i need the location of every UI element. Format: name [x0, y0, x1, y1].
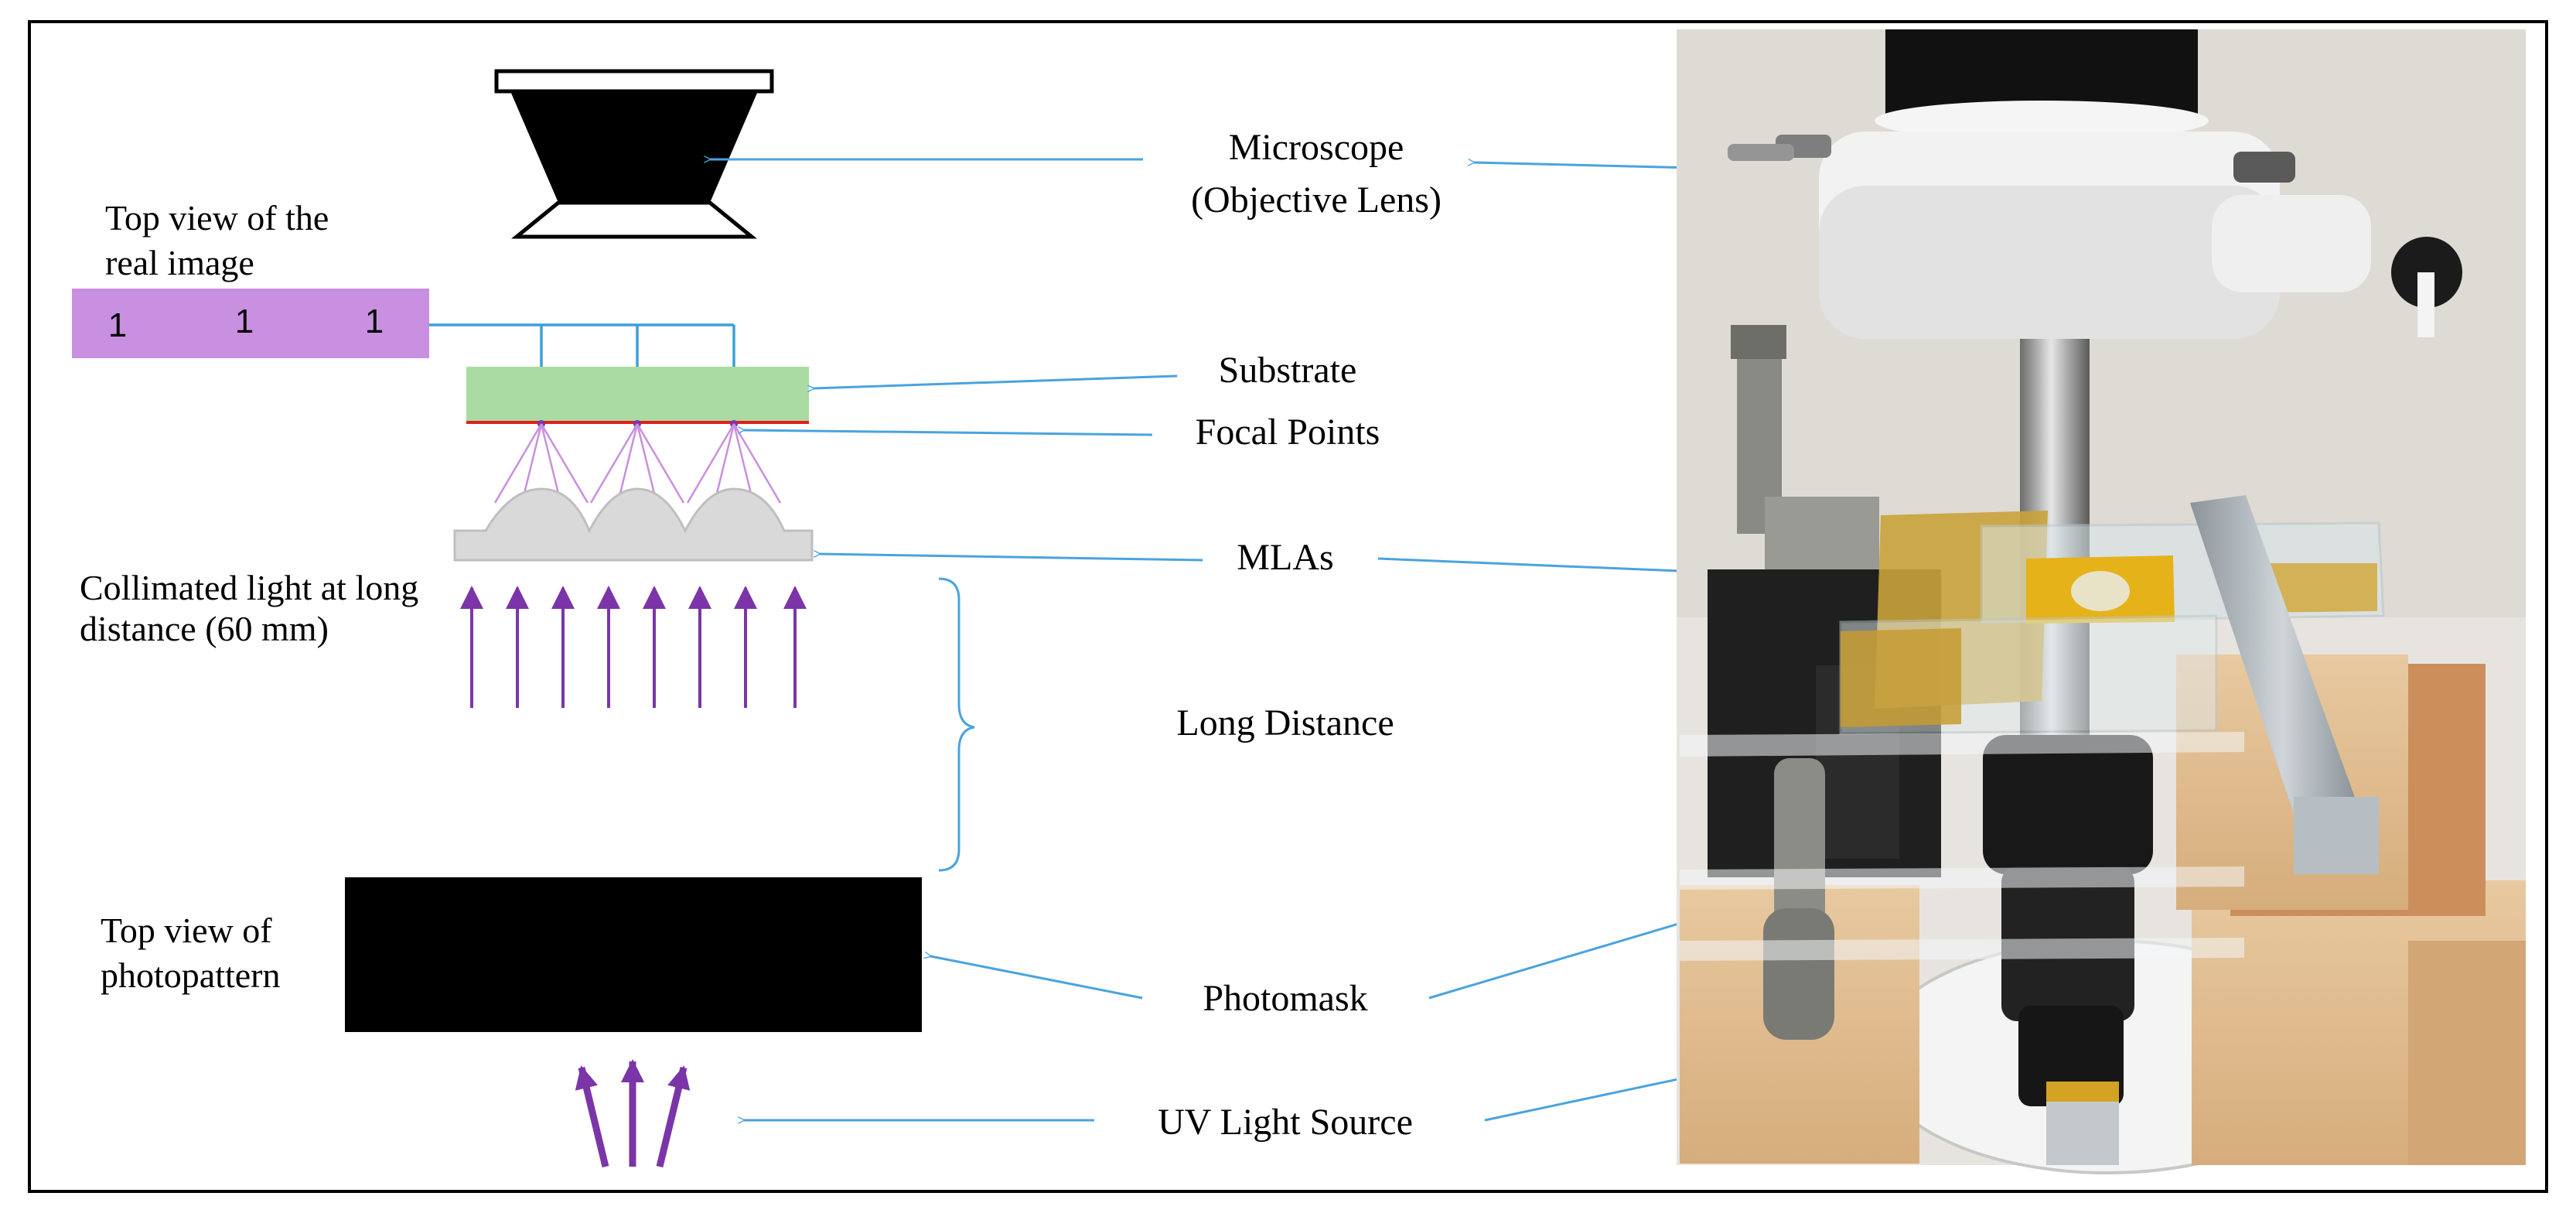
uv-light-source-label: UV Light Source	[1158, 1102, 1413, 1143]
leader-lines-left	[710, 159, 1203, 1120]
photomask-digit: 1	[620, 929, 647, 989]
collimated-light-label-line2: distance (60 mm)	[80, 609, 329, 648]
mla-array	[453, 487, 814, 562]
setup-photo	[1677, 29, 2526, 1174]
collimated-light-arrows	[460, 586, 807, 708]
real-image-digit-2: 1	[235, 302, 254, 340]
figure-frame	[28, 20, 2548, 1193]
microscope-label-line2: (Objective Lens)	[1191, 179, 1442, 220]
real-image-digit-3: 1	[365, 302, 384, 340]
focal-points-label: Focal Points	[1196, 412, 1380, 453]
long-distance-brace	[938, 577, 975, 872]
microscope-label-line1: Microscope	[1229, 127, 1404, 168]
mlas-label: MLAs	[1237, 537, 1333, 578]
substrate-layer	[466, 367, 809, 421]
microscope-objective-icon	[494, 69, 774, 239]
uv-light-arrows	[575, 1059, 691, 1168]
photopattern-label-line2: photopattern	[101, 955, 281, 995]
substrate-label: Substrate	[1219, 350, 1357, 391]
long-distance-label: Long Distance	[1176, 702, 1394, 743]
real-image-bar	[72, 289, 429, 358]
light-cones	[493, 423, 782, 504]
real-image-label-line1: Top view of the	[105, 198, 329, 238]
real-image-digit-1: 1	[108, 306, 127, 344]
collimated-light-label-line1: Collimated light at long	[80, 568, 418, 607]
photopattern-label-line1: Top view of	[101, 911, 272, 950]
photomask-block	[345, 877, 922, 1032]
real-image-label-line2: real image	[105, 243, 254, 282]
photomask-label: Photomask	[1203, 978, 1367, 1019]
